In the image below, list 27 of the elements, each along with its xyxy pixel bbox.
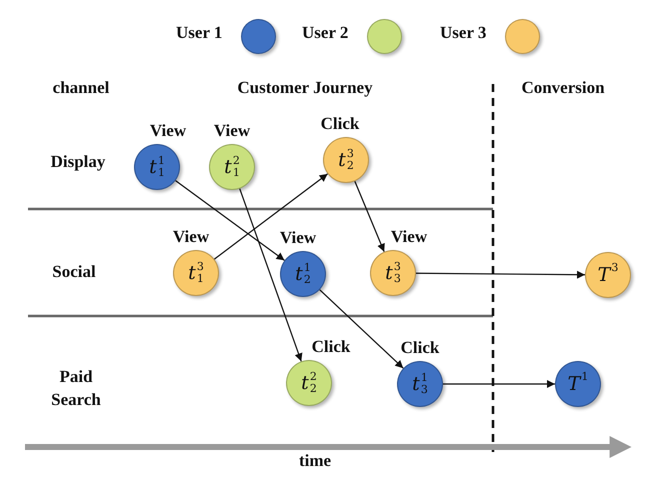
- column-header: channel: [52, 78, 110, 98]
- action-label: Click: [400, 338, 440, 358]
- action-label: View: [280, 228, 316, 248]
- column-header: Customer Journey: [237, 78, 373, 98]
- legend-label: User 1: [176, 23, 222, 43]
- arrow: [239, 188, 302, 362]
- arrow: [319, 289, 404, 369]
- arrow: [443, 380, 555, 388]
- action-label: View: [214, 121, 250, 141]
- legend-label: User 2: [302, 23, 348, 43]
- axis-label: time: [298, 451, 332, 471]
- lane-label: Social: [52, 262, 96, 282]
- action-label: View: [172, 227, 210, 247]
- arrow: [214, 173, 328, 260]
- lane-label: Paid Search: [50, 366, 102, 411]
- arrow: [354, 181, 385, 252]
- column-header: Conversion: [521, 78, 605, 98]
- action-label: Click: [312, 337, 350, 357]
- legend-label: User 3: [440, 23, 486, 43]
- arrow: [416, 270, 585, 279]
- touchpoint-circle: T$^{3}$: [585, 252, 631, 298]
- arrow: [175, 180, 285, 261]
- action-label: View: [150, 121, 186, 141]
- touchpoint-circle: T$^{1}$: [555, 361, 601, 407]
- action-label: Click: [320, 114, 360, 134]
- action-label: View: [390, 227, 428, 247]
- lane-label: Display: [50, 152, 106, 172]
